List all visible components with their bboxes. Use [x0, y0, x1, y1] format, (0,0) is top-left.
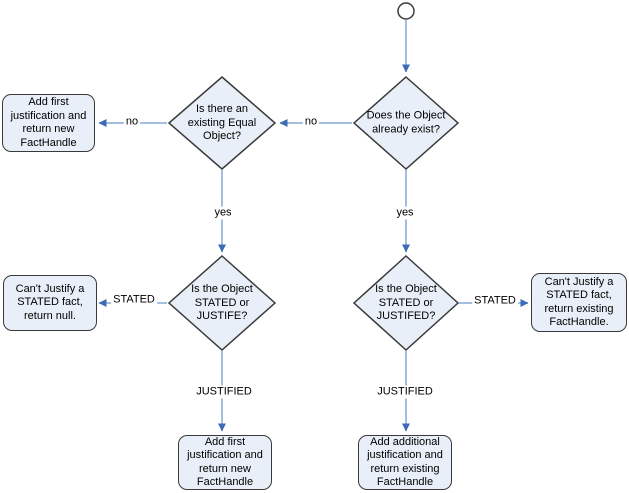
decision-stated-or-justife-label: Is the Object STATED or JUSTIFE?: [191, 282, 253, 322]
start-node: [397, 2, 415, 20]
edge-label-justified-left: JUSTIFIED: [194, 385, 254, 399]
edge-label-stated-right: STATED: [472, 294, 518, 308]
edge-label-yes-right: yes: [394, 206, 416, 220]
edge-label-stated-left: STATED: [111, 293, 157, 307]
node-shape-group: [167, 2, 460, 352]
action-cant-justify-existing: Can't Justify a STATED fact, return exis…: [531, 273, 627, 332]
connector-group: [98, 20, 529, 432]
action-cant-justify-null-label: Can't Justify a STATED fact, return null…: [15, 282, 85, 322]
edge-label-no-middle: no: [302, 115, 320, 129]
edge-label-justified-right: JUSTIFIED: [375, 385, 435, 399]
decision-equal-object-shape: [167, 76, 277, 170]
action-add-first-top: Add first justification and return new F…: [2, 94, 95, 152]
action-add-first-top-label: Add first justification and return new F…: [10, 96, 87, 149]
decision-stated-or-justifed-shape: [352, 254, 460, 352]
edge-label-yes-left: yes: [212, 206, 234, 220]
decision-stated-or-justife-shape: [167, 254, 277, 352]
decision-equal-object-label: Is there an existing Equal Object?: [187, 102, 257, 142]
action-cant-justify-existing-label: Can't Justify a STATED fact, return exis…: [544, 275, 614, 329]
decision-object-exists-shape: [352, 75, 460, 171]
action-add-first-bottom: Add first justification and return new F…: [178, 435, 272, 490]
decision-object-exists-label: Does the Object already exist?: [366, 109, 446, 136]
action-add-first-bottom-label: Add first justification and return new F…: [187, 435, 263, 489]
edge-label-no-left: no: [123, 115, 141, 129]
action-add-additional: Add additional justification and return …: [358, 435, 452, 490]
action-add-additional-label: Add additional justification and return …: [367, 435, 443, 489]
decision-stated-or-justifed-label: Is the Object STATED or JUSTIFED?: [375, 282, 437, 322]
action-cant-justify-null: Can't Justify a STATED fact, return null…: [3, 275, 97, 331]
